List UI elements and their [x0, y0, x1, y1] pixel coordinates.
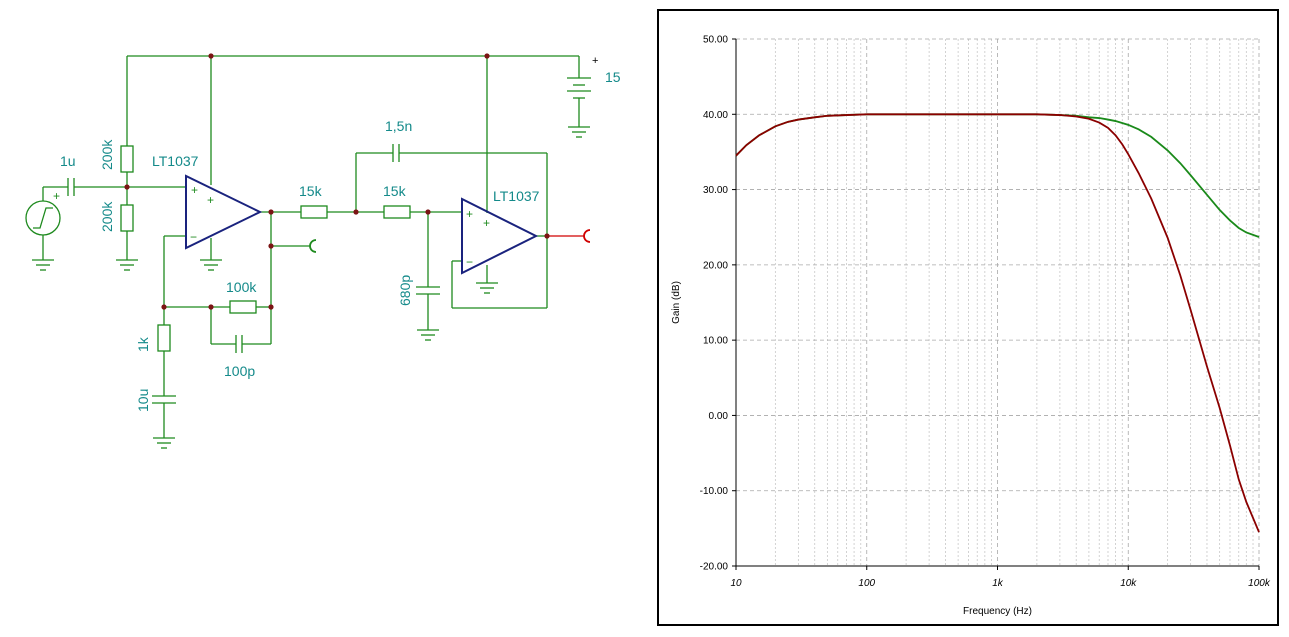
y-tick-label: 50.00 [703, 35, 728, 46]
y-axis-label: Gain (dB) [671, 281, 682, 324]
y-tick-label: -10.00 [700, 486, 729, 497]
svg-text:−: − [190, 230, 197, 244]
x-axis-label: Frequency (Hz) [963, 606, 1032, 617]
c-filter-feedback-label: 1,5n [385, 118, 412, 134]
svg-text:+: + [207, 193, 214, 207]
c-filter-shunt-label: 680p [397, 275, 413, 306]
y-tick-label: -20.00 [700, 562, 729, 573]
r-ground-label: 1k [135, 336, 151, 352]
series-line-2 [735, 113, 1260, 533]
svg-text:+: + [483, 216, 490, 230]
source-cap-label: 1u [60, 153, 76, 169]
junction-dots [124, 53, 550, 310]
output-terminal-icon [583, 229, 591, 243]
c-ground-label: 10u [135, 389, 151, 412]
y-tick-label: 30.00 [703, 185, 728, 196]
svg-text:+: + [53, 189, 60, 203]
svg-text:+: + [191, 183, 198, 197]
wiring [25, 55, 591, 449]
r-filter1-label: 15k [299, 183, 323, 199]
y-axis-ticks: -20.00 -10.00 0.00 10.00 20.00 30.00 40.00 50.0… [700, 35, 736, 573]
bode-plot: -20.00 -10.00 0.00 10.00 20.00 30.00 40.00 50.0… [671, 35, 1271, 618]
bode-plot-frame: -20.00 -10.00 0.00 10.00 20.00 30.00 40.00 50.0… [657, 9, 1279, 626]
x-tick-label: 10k [1120, 578, 1137, 589]
r-filter2-label: 15k [383, 183, 407, 199]
c-feedback-label: 100p [224, 363, 255, 379]
y-tick-label: 20.00 [703, 260, 728, 271]
probe-terminal-icon [309, 239, 317, 253]
y-tick-label: 10.00 [703, 336, 728, 347]
y-tick-label: 0.00 [709, 411, 729, 422]
circuit-schematic: + + − + + − + 1u 200k 200k LT1037 LT1037… [25, 53, 621, 449]
x-tick-label: 100k [1248, 578, 1271, 589]
r-bias-top-label: 200k [99, 139, 115, 170]
opamp1-symbol [185, 174, 263, 250]
svg-text:−: − [466, 255, 473, 269]
supply-voltage-label: 15 [605, 69, 621, 85]
r-feedback-label: 100k [226, 279, 257, 295]
opamp1-label: LT1037 [152, 153, 199, 169]
opamp2-symbol [461, 197, 539, 275]
x-tick-label: 1k [992, 578, 1004, 589]
x-tick-label: 100 [858, 578, 875, 589]
x-tick-label: 10 [730, 578, 742, 589]
opamp2-label: LT1037 [493, 188, 540, 204]
svg-text:+: + [466, 207, 473, 221]
plot-series [735, 113, 1260, 533]
r-bias-bottom-label: 200k [99, 201, 115, 232]
x-axis-ticks: 10 100 1k 10k 100k [730, 566, 1271, 589]
y-tick-label: 40.00 [703, 110, 728, 121]
supply-plus-label: + [592, 55, 598, 67]
